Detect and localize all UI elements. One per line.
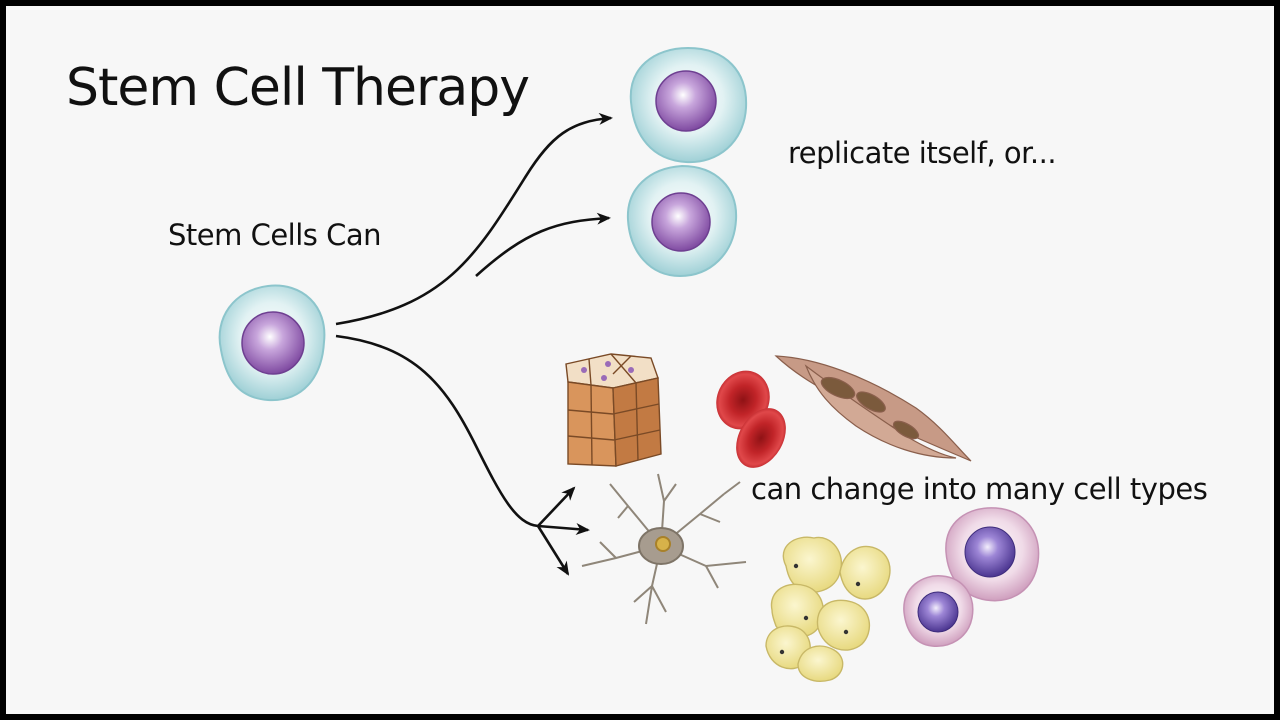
branch-arrow-right xyxy=(537,523,590,536)
differentiate-label: can change into many cell types xyxy=(751,472,1208,506)
stem-cell-diagram xyxy=(218,46,1040,682)
slide-canvas: Stem Cell Therapy Stem Cells Can replica… xyxy=(6,6,1274,714)
arrow-to-upper-cell xyxy=(335,112,613,326)
branch-arrow-down xyxy=(536,525,570,576)
red-blood-cells-icon xyxy=(716,370,786,468)
arrow-to-lower-cell xyxy=(475,212,611,277)
smooth-muscle-cells-icon xyxy=(774,355,972,462)
epithelial-cells-icon xyxy=(565,353,662,467)
stem-cells-label: Stem Cells Can xyxy=(168,218,382,252)
fat-cells-icon xyxy=(765,536,891,682)
arrows xyxy=(335,112,613,576)
immune-cells-icon xyxy=(903,507,1040,647)
replicate-label: replicate itself, or... xyxy=(788,136,1057,170)
daughter-stem-cell-icon xyxy=(626,164,738,278)
branch-arrow-up xyxy=(537,486,576,527)
slide-title: Stem Cell Therapy xyxy=(66,58,530,118)
neuron-icon xyxy=(581,473,747,625)
stem-cell-icon xyxy=(218,284,326,402)
arrow-to-differentiation xyxy=(335,334,539,528)
daughter-stem-cell-icon xyxy=(629,46,748,164)
